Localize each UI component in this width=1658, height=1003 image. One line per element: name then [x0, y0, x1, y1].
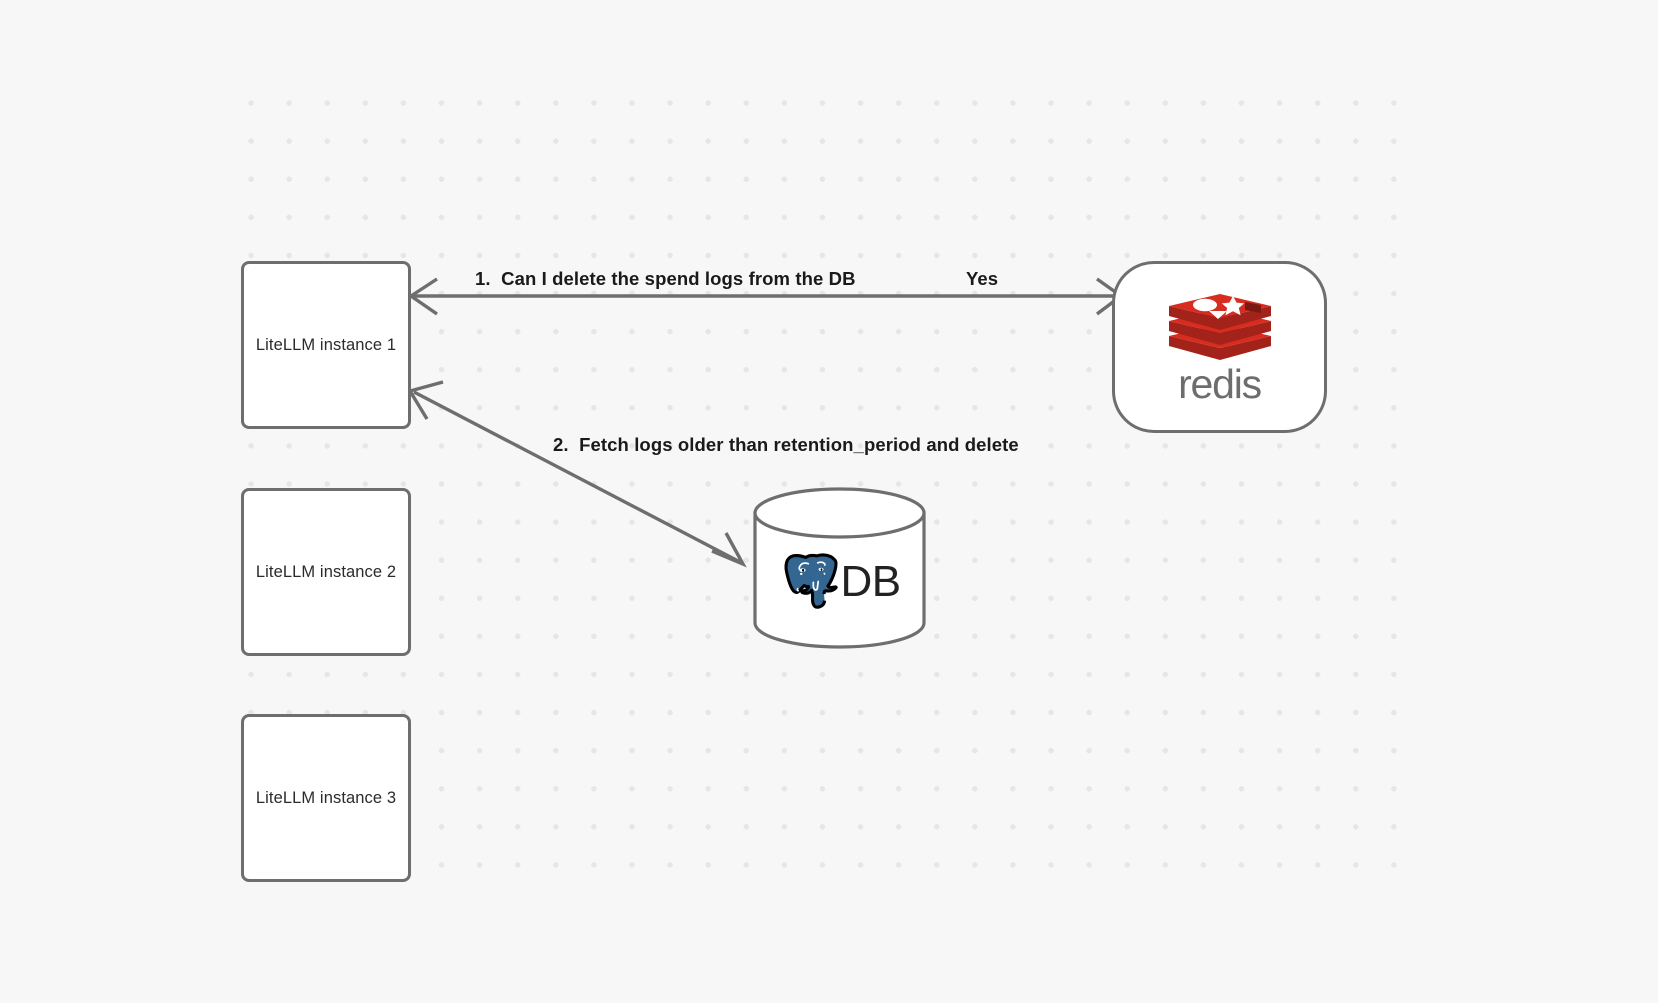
edge-label-reply-yes: Yes — [966, 268, 999, 289]
edge-arrowhead-left-db — [407, 380, 444, 420]
edge-arrowhead-left-redis — [407, 277, 438, 316]
node-redis[interactable]: redis — [1112, 261, 1327, 433]
node-label: LiteLLM instance 1 — [255, 335, 397, 354]
cylinder-shape — [753, 487, 926, 649]
db-label: DB — [840, 557, 901, 606]
edge-arrowhead-right-db — [711, 532, 747, 568]
node-litellm-instance-1[interactable]: LiteLLM instance 1 — [241, 261, 411, 429]
edge-line-db — [413, 390, 741, 564]
edge-label-step-1: 1. Can I delete the spend logs from the … — [475, 268, 856, 289]
postgresql-elephant-icon — [784, 553, 839, 609]
redis-wordmark: redis — [1178, 360, 1262, 407]
db-contents: DB — [752, 487, 927, 649]
node-litellm-instance-2[interactable]: LiteLLM instance 2 — [241, 488, 411, 656]
redis-logo: redis — [1165, 286, 1275, 405]
redis-stack-icon — [1168, 293, 1271, 360]
node-db[interactable]: DB — [752, 487, 927, 649]
node-label: LiteLLM instance 2 — [255, 562, 397, 581]
node-litellm-instance-3[interactable]: LiteLLM instance 3 — [241, 714, 411, 882]
edge-label-step-2: 2. Fetch logs older than retention_perio… — [553, 434, 1019, 455]
node-label: LiteLLM instance 3 — [255, 788, 397, 807]
